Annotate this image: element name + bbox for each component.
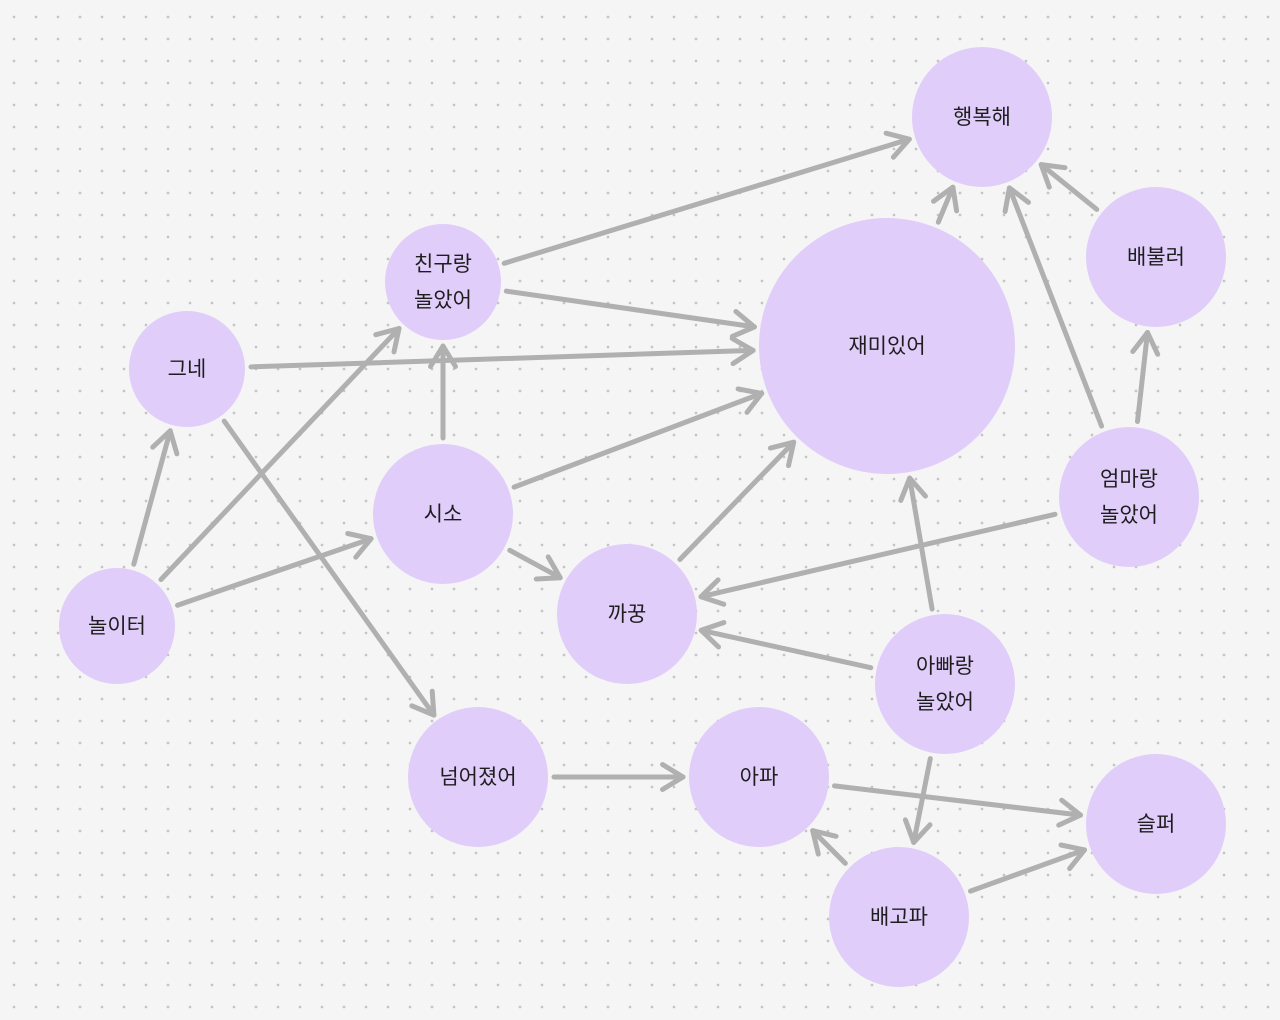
node-hurt[interactable]: 아파 — [689, 707, 829, 847]
edge-line — [911, 756, 933, 845]
node-sad[interactable]: 슬퍼 — [1086, 754, 1226, 894]
node-label: 엄마랑 놀았어 — [1100, 467, 1158, 527]
node-dad[interactable]: 아빠랑 놀았어 — [875, 614, 1015, 754]
arrowhead — [810, 828, 839, 857]
edge-playground-to-seesaw — [175, 531, 374, 608]
edge-line — [935, 184, 956, 225]
edge-line — [131, 428, 173, 567]
arrowhead — [902, 817, 933, 845]
arrowhead — [735, 386, 765, 415]
edge-line — [511, 390, 765, 490]
edge-mom-to-full — [1130, 330, 1161, 424]
edge-line — [1006, 185, 1105, 429]
node-happy[interactable]: 행복해 — [912, 47, 1052, 187]
arrowhead — [898, 475, 928, 503]
node-peekaboo[interactable]: 까꿍 — [557, 544, 697, 684]
arrowhead — [698, 620, 727, 650]
node-label: 재미있어 — [848, 334, 926, 358]
node-fell[interactable]: 넘어졌어 — [408, 707, 548, 847]
edge-peekaboo-to-fun — [677, 439, 797, 562]
arrowhead — [1038, 162, 1068, 190]
arrowhead — [729, 336, 756, 367]
node-label: 아파 — [739, 765, 779, 789]
edge-line — [503, 288, 757, 330]
node-label: 행복해 — [953, 105, 1011, 129]
arrowhead — [698, 577, 727, 607]
edge-hungry-to-sad — [968, 842, 1087, 894]
node-full[interactable]: 배불러 — [1086, 187, 1226, 327]
arrowhead — [883, 130, 912, 160]
arrowhead — [409, 688, 437, 718]
node-label: 그네 — [167, 357, 207, 381]
arrowhead — [345, 531, 374, 560]
edge-line — [832, 783, 1083, 818]
arrowhead — [1130, 330, 1161, 357]
arrowhead — [729, 309, 757, 339]
arrowhead — [1002, 185, 1031, 214]
edge-dad-to-fun — [898, 475, 935, 612]
arrowhead — [150, 428, 180, 457]
edge-seesaw-to-peekaboo — [507, 547, 563, 582]
node-label: 아빠랑 놀았어 — [916, 654, 974, 714]
node-label: 배고파 — [870, 905, 928, 929]
node-label: 까꿍 — [607, 602, 647, 626]
arrowhead — [1058, 842, 1087, 872]
node-label: 슬퍼 — [1136, 812, 1176, 836]
edge-line — [810, 828, 848, 866]
edge-hungry-to-hurt — [810, 828, 848, 866]
arrowhead — [660, 762, 686, 792]
edge-hurt-to-sad — [832, 783, 1083, 828]
node-seesaw[interactable]: 시소 — [373, 444, 513, 584]
edge-full-to-happy — [1038, 162, 1100, 212]
edge-dad-to-peekaboo — [698, 620, 874, 671]
node-friend[interactable]: 친구랑 놀았어 — [385, 224, 501, 340]
edge-line — [1135, 330, 1150, 424]
edge-line — [175, 536, 374, 608]
arrowhead — [767, 439, 797, 469]
edge-seesaw-to-friend — [428, 343, 458, 441]
edge-friend-to-fun — [503, 288, 757, 339]
edge-mom-to-happy — [1002, 185, 1105, 429]
node-fun[interactable]: 재미있어 — [759, 218, 1015, 474]
edge-mom-to-peekaboo — [698, 511, 1058, 607]
arrowhead — [1056, 797, 1083, 828]
edge-fun-to-happy — [931, 184, 960, 225]
edge-line — [698, 627, 874, 671]
edge-line — [1038, 162, 1100, 212]
arrowhead — [428, 343, 458, 369]
edge-line — [248, 347, 756, 370]
node-hungry[interactable]: 배고파 — [829, 847, 969, 987]
edge-swing-to-fun — [248, 336, 756, 370]
arrowhead — [373, 326, 402, 355]
node-label: 시소 — [423, 502, 463, 526]
edge-line — [677, 439, 797, 562]
node-label: 놀이터 — [88, 614, 146, 638]
node-playground[interactable]: 놀이터 — [59, 568, 175, 684]
edge-playground-to-swing — [131, 428, 180, 567]
node-label: 친구랑 놀았어 — [414, 252, 472, 312]
edge-seesaw-to-fun — [511, 386, 765, 490]
edge-line — [698, 511, 1058, 600]
node-label: 배불러 — [1127, 245, 1185, 269]
node-mom[interactable]: 엄마랑 놀았어 — [1059, 427, 1199, 567]
arrowhead — [931, 184, 960, 214]
edge-line — [507, 547, 563, 581]
node-swing[interactable]: 그네 — [129, 311, 245, 427]
arrowhead — [533, 554, 563, 582]
edge-line — [907, 475, 935, 612]
edge-line — [968, 847, 1087, 894]
edge-fell-to-hurt — [551, 762, 686, 792]
node-label: 넘어졌어 — [439, 765, 517, 789]
edge-dad-to-hungry — [902, 756, 933, 845]
